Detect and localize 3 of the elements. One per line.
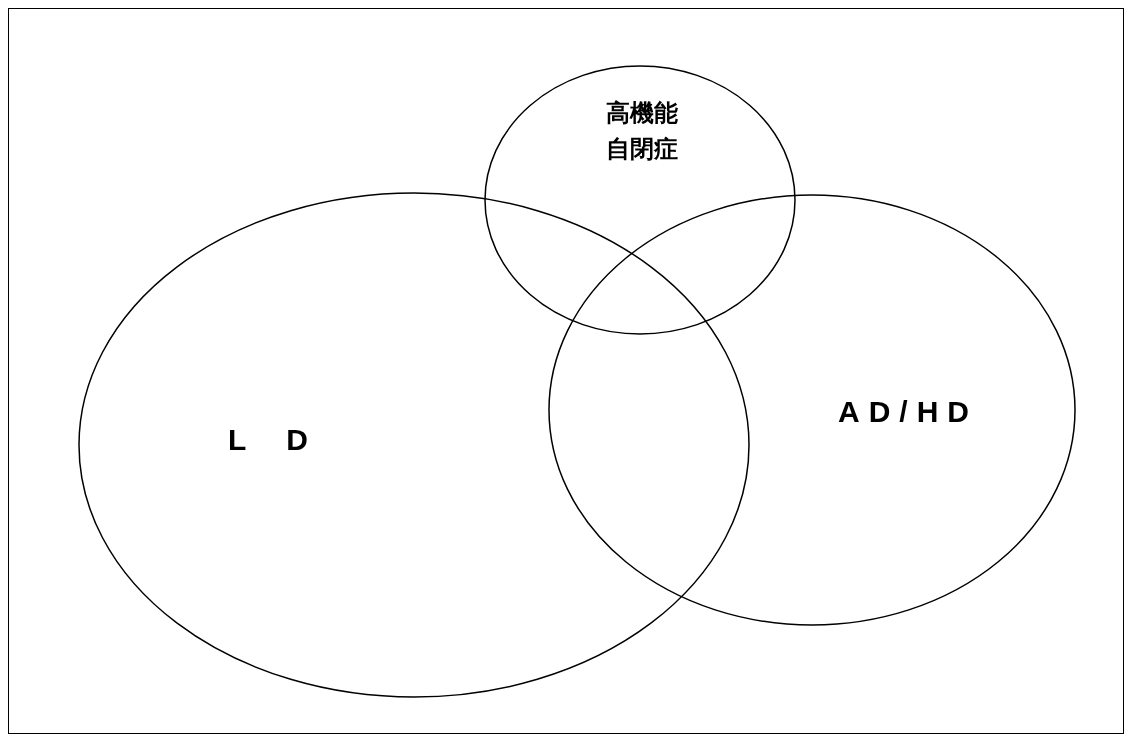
set-label: AD/HD [837, 394, 979, 430]
set-label: 高機能自閉症 [606, 98, 678, 164]
set-label: LD [227, 422, 349, 458]
